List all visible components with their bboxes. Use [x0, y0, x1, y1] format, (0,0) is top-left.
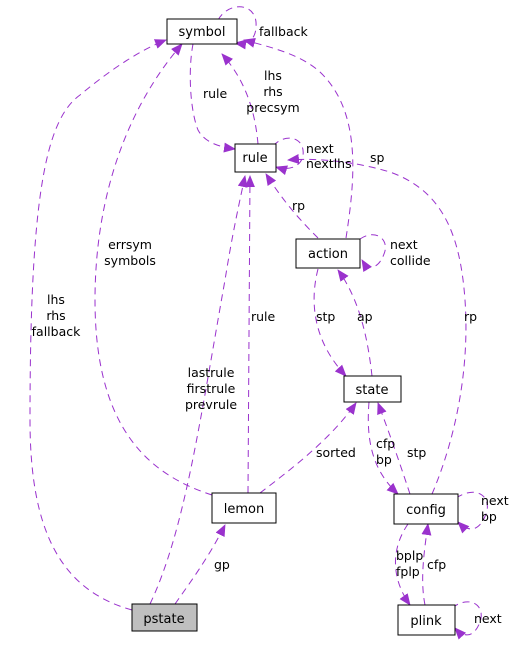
edge-plink-self [451, 601, 482, 640]
svg-text:action: action [308, 247, 348, 262]
edge-label-plink-self: next [474, 611, 502, 626]
edge-label-line: cfp [376, 436, 395, 451]
edge-label-line: lhs [47, 292, 65, 307]
edge-label-line: next [474, 611, 502, 626]
svg-text:config: config [406, 503, 446, 518]
edge-pstate-to-rule [149, 175, 248, 605]
edge-label-line: rule [203, 86, 228, 101]
edge-pstate-to-symbol [29, 39, 167, 611]
edge-label-symbol-self: fallback [259, 24, 308, 39]
node-lemon: lemon [211, 492, 277, 524]
edge-config-to-state [377, 402, 411, 495]
edge-label-line: bp [376, 452, 392, 467]
node-config: config [393, 493, 459, 525]
edge-lemon-to-state [259, 402, 357, 494]
edge-label-line: collide [390, 253, 431, 268]
edge-label-line: gp [214, 557, 230, 572]
edge-label-line: sorted [316, 445, 356, 460]
edge-label-line: fplp [396, 564, 420, 579]
svg-text:state: state [356, 383, 389, 398]
edge-label-line: rp [464, 309, 477, 324]
edge-action-to-rule [265, 173, 319, 239]
edge-state-to-config [367, 401, 399, 495]
edge-label-config-rule: rp [464, 309, 477, 324]
edge-state-to-action [337, 269, 373, 377]
node-state: state [343, 375, 402, 403]
edge-rule-to-symbol [221, 53, 259, 145]
edge-config-self [455, 491, 488, 534]
edge-label-line: precsym [246, 100, 299, 115]
edge-label-line: lastrule [188, 365, 235, 380]
edge-label-line: symbols [104, 253, 156, 268]
edge-label-line: fallback [259, 24, 308, 39]
edge-label-action-rule: rp [292, 198, 305, 213]
edge-config-to-plink [395, 523, 411, 606]
node-pstate: pstate [131, 603, 198, 632]
svg-text:plink: plink [410, 614, 442, 629]
edge-label-line: stp [407, 445, 426, 460]
edge-label-line: next [481, 493, 509, 508]
edge-lemon-to-rule [244, 175, 255, 494]
edge-label-line: fallback [32, 324, 81, 339]
edge-label-line: next [306, 141, 334, 156]
edge-label-line: rhs [263, 84, 282, 99]
node-plink: plink [397, 604, 456, 636]
edge-label-line: rhs [46, 308, 65, 323]
edge-label-line: firstrule [187, 381, 236, 396]
edge-label-pstate-lemon: gp [214, 557, 230, 572]
edge-rule-self [272, 137, 304, 176]
edge-label-state-action: ap [357, 309, 373, 324]
svg-text:pstate: pstate [143, 612, 184, 627]
node-action: action [295, 238, 361, 269]
edge-label-symbol-rule: rule [203, 86, 228, 101]
edge-label-line: errsym [108, 237, 152, 252]
edge-label-line: rule [251, 309, 276, 324]
edge-label-line: lhs [264, 68, 282, 83]
edge-action-to-symbol [243, 38, 354, 239]
svg-text:symbol: symbol [179, 25, 226, 40]
edge-label-config-state: stp [407, 445, 426, 460]
edge-label-plink-config: cfp [427, 557, 446, 572]
edge-label-line: sp [370, 150, 385, 165]
node-symbol: symbol [166, 18, 238, 45]
edge-label-line: bplp [396, 548, 423, 563]
edge-label-line: rp [292, 198, 305, 213]
edge-label-line: bp [481, 509, 497, 524]
node-rule: rule [234, 143, 277, 173]
edge-label-line: prevrule [185, 397, 237, 412]
edge-action-to-state [313, 268, 347, 377]
edge-plink-to-config [421, 523, 432, 606]
edge-label-lemon-rule: rule [251, 309, 276, 324]
edge-label-line: next [390, 237, 418, 252]
edge-lemon-to-symbol [94, 43, 213, 496]
edge-label-line: cfp [427, 557, 446, 572]
edge-label-line: nextlhs [306, 156, 352, 171]
edge-action-self [359, 234, 386, 273]
edge-label-action-symbol: sp [370, 150, 385, 165]
edge-label-lemon-state: sorted [316, 445, 356, 460]
svg-text:lemon: lemon [224, 502, 264, 517]
edge-label-line: ap [357, 309, 373, 324]
svg-text:rule: rule [242, 151, 267, 166]
edge-label-action-state: stp [316, 309, 335, 324]
edge-symbol-to-rule [189, 43, 236, 153]
edge-label-line: stp [316, 309, 335, 324]
